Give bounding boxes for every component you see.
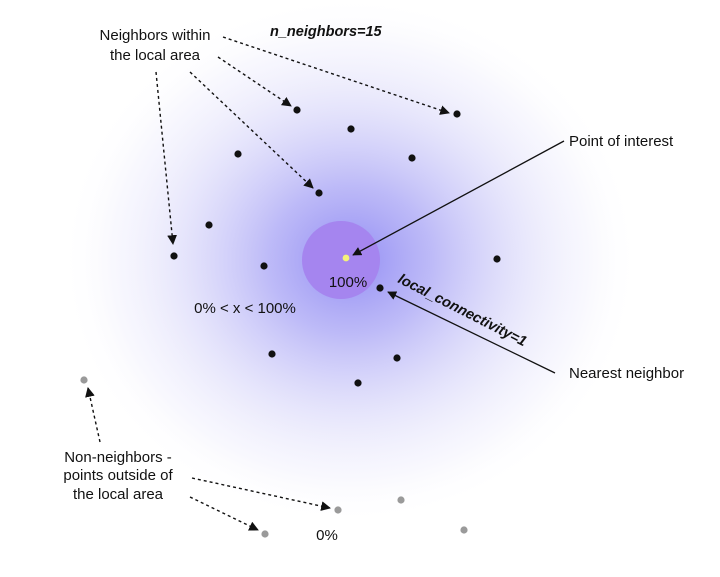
neighbor-point [293,106,301,114]
non-neighbor-arrows [85,387,331,531]
neighbor-point [205,221,213,229]
non-neighbor-point [261,530,269,538]
neighbor-point [347,125,355,133]
n-neighbors-label: n_neighbors=15 [270,24,383,40]
nearest-neighbor-arrow [387,291,556,374]
neighbor-point [170,252,178,260]
neighbor-point [268,350,276,358]
nearest-neighbor-label: Nearest neighbor [569,365,684,382]
center-percentage: 100% [329,274,367,291]
neighbor-points [170,106,501,387]
non-neighbor-point [80,376,88,384]
non-neighbor-point [397,496,405,504]
neighbor-point [453,110,461,118]
point-of-interest-arrow [352,140,565,256]
neighbor-arrows [155,36,450,245]
neighbor-point [408,154,416,162]
neighbor-point [393,354,401,362]
local-connectivity-circle [302,221,380,299]
neighbor-point [493,255,501,263]
non-neighbor-points [80,376,468,538]
neighbor-point [234,150,242,158]
non-neighbor-point [460,526,468,534]
outside-percentage: 0% [316,527,338,544]
nearest-neighbor-point [376,284,384,292]
point-of-interest-label: Point of interest [569,133,674,150]
neighbor-point [260,262,268,270]
range-percentage: 0% < x < 100% [194,300,296,317]
neighbors-label-line2: the local area [110,47,201,64]
non-neighbors-label-line2: points outside of [63,467,173,484]
non-neighbors-label-line3: the local area [73,486,164,503]
neighbor-point [354,379,362,387]
neighbor-point [315,189,323,197]
non-neighbors-label-line1: Non-neighbors - [64,449,172,466]
point-of-interest [342,254,350,262]
neighbors-label-line1: Neighbors within [100,27,211,44]
non-neighbor-point [334,506,342,514]
